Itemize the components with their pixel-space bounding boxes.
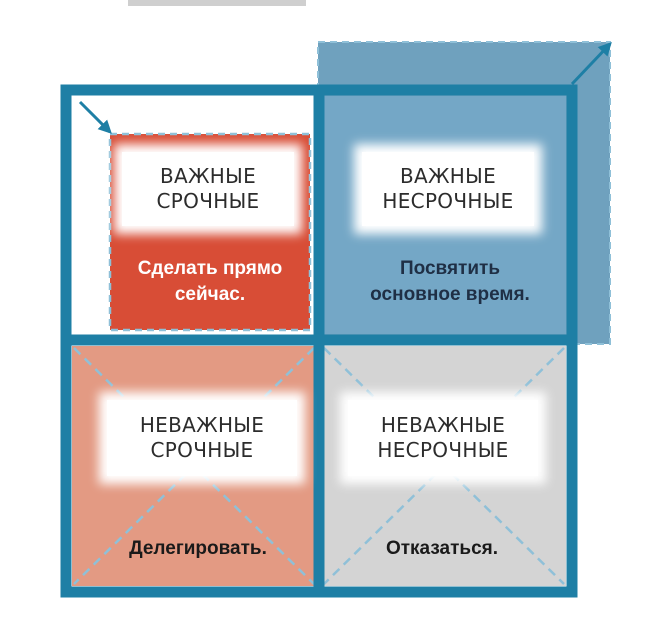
title-line: НЕВАЖНЫЕ bbox=[380, 413, 506, 437]
arrow-icon-shrink bbox=[78, 100, 112, 134]
quadrant-title-important-urgent: ВАЖНЫЕ СРОЧНЫЕ bbox=[122, 152, 294, 226]
title-line: НЕСРОЧНЫЕ bbox=[382, 189, 514, 213]
action-line: Сделать прямо bbox=[137, 258, 283, 279]
title-line: НЕВАЖНЫЕ bbox=[139, 413, 265, 437]
arrow-icon-expand bbox=[570, 42, 612, 86]
quadrant-title-not-important-urgent: НЕВАЖНЫЕ СРОЧНЫЕ bbox=[107, 400, 297, 476]
quadrant-title-not-important-not-urgent: НЕВАЖНЫЕ НЕСРОЧНЫЕ bbox=[348, 400, 538, 476]
title-line: ВАЖНЫЕ bbox=[159, 164, 257, 188]
action-line: Делегировать. bbox=[129, 538, 267, 559]
action-text-reject: Отказаться. bbox=[326, 536, 558, 562]
title-line: ВАЖНЫЕ bbox=[399, 164, 497, 188]
title-line: СРОЧНЫЕ bbox=[156, 189, 260, 213]
action-text-schedule: Посвятить основное время. bbox=[332, 256, 568, 308]
action-text-delegate: Делегировать. bbox=[84, 536, 312, 562]
cropped-heading-fragment bbox=[128, 0, 306, 6]
action-line: сейчас. bbox=[174, 284, 246, 305]
title-line: НЕСРОЧНЫЕ bbox=[377, 438, 509, 462]
action-text-do-now: Сделать прямо сейчас. bbox=[118, 256, 302, 308]
title-line: СРОЧНЫЕ bbox=[150, 438, 254, 462]
action-line: основное время. bbox=[370, 284, 530, 305]
quadrant-title-important-not-urgent: ВАЖНЫЕ НЕСРОЧНЫЕ bbox=[362, 152, 534, 226]
action-line: Посвятить bbox=[399, 258, 501, 279]
action-line: Отказаться. bbox=[385, 538, 499, 559]
matrix-frame bbox=[60, 84, 578, 598]
